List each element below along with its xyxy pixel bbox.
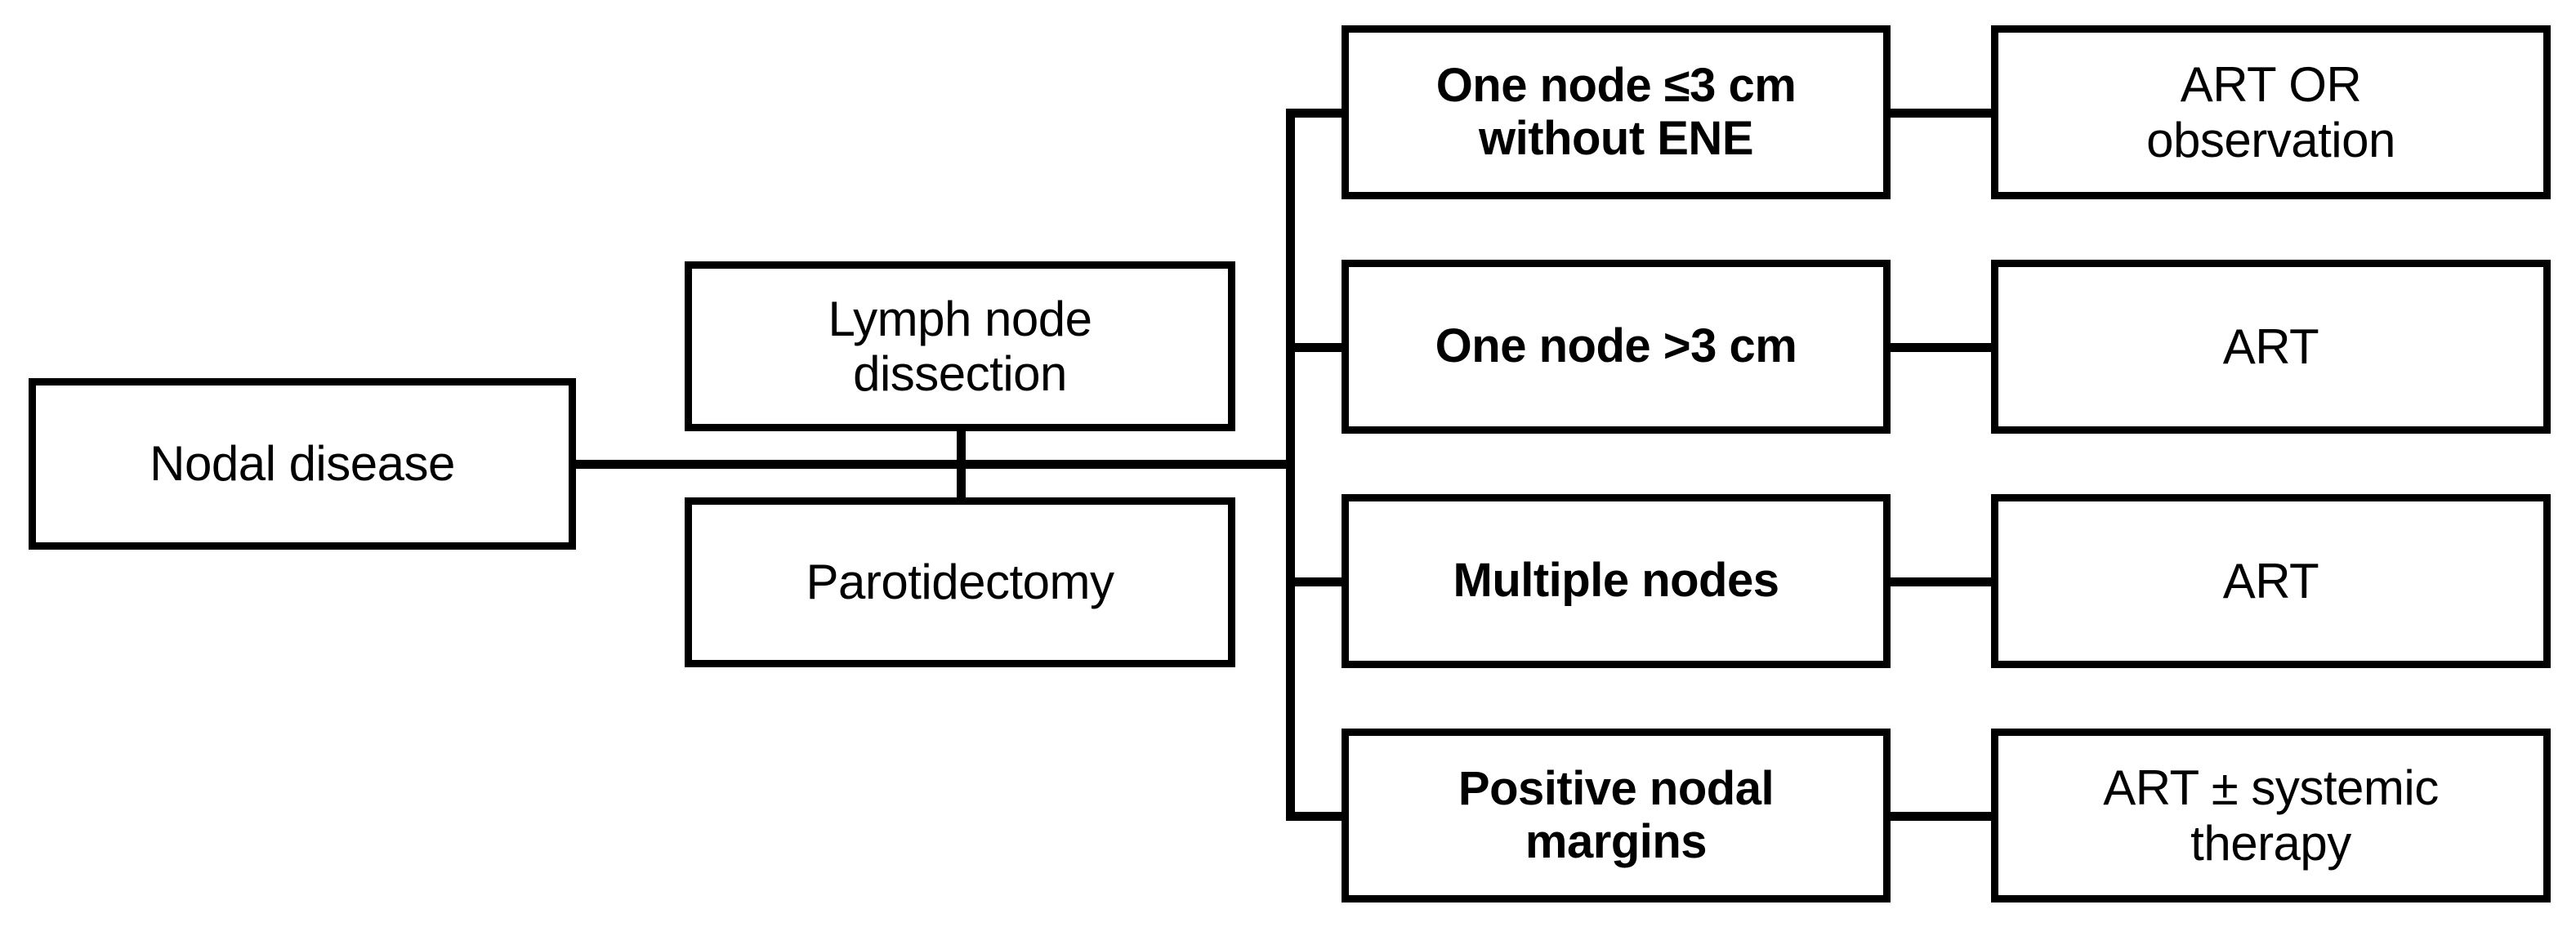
node-treatment-art-1-label: ART bbox=[2222, 319, 2319, 374]
node-lymph-node-dissection[interactable]: Lymph node dissection bbox=[685, 261, 1235, 431]
node-pathology-one-node-le-3cm-label: One node ≤3 cm without ENE bbox=[1435, 58, 1797, 165]
node-pathology-multiple-nodes-label: Multiple nodes bbox=[1453, 554, 1780, 608]
node-pathology-one-node-gt-3cm[interactable]: One node >3 cm bbox=[1342, 260, 1891, 434]
node-parotidectomy-label: Parotidectomy bbox=[806, 555, 1115, 610]
connector-pathology-to-treatment-3 bbox=[1883, 577, 1998, 586]
connector-vertical-bus bbox=[1286, 109, 1295, 821]
node-treatment-art-1[interactable]: ART bbox=[1991, 260, 2551, 434]
node-treatment-art-or-observation-label: ART OR observation bbox=[2146, 57, 2395, 167]
connector-pathology-to-treatment-1 bbox=[1883, 109, 1998, 118]
node-treatment-art-or-observation[interactable]: ART OR observation bbox=[1991, 25, 2551, 199]
connector-root-to-bus bbox=[569, 460, 1295, 469]
connector-surgery-vertical-tie bbox=[957, 424, 966, 505]
node-pathology-positive-nodal-margins-label: Positive nodal margins bbox=[1458, 761, 1775, 868]
connector-bus-to-pathology-3 bbox=[1286, 577, 1346, 586]
connector-pathology-to-treatment-2 bbox=[1883, 343, 1998, 352]
node-pathology-multiple-nodes[interactable]: Multiple nodes bbox=[1342, 494, 1891, 668]
node-pathology-one-node-gt-3cm-label: One node >3 cm bbox=[1435, 319, 1797, 373]
connector-pathology-to-treatment-4 bbox=[1883, 812, 1998, 821]
connector-bus-to-pathology-4 bbox=[1286, 812, 1346, 821]
node-treatment-art-2-label: ART bbox=[2222, 553, 2319, 608]
node-treatment-art-systemic-therapy-label: ART ± systemic therapy bbox=[2103, 760, 2439, 871]
node-nodal-disease[interactable]: Nodal disease bbox=[29, 378, 576, 550]
node-nodal-disease-label: Nodal disease bbox=[150, 436, 455, 492]
node-lymph-node-dissection-label: Lymph node dissection bbox=[828, 291, 1092, 401]
node-treatment-art-2[interactable]: ART bbox=[1991, 494, 2551, 668]
connector-bus-to-pathology-1 bbox=[1286, 109, 1346, 118]
node-parotidectomy[interactable]: Parotidectomy bbox=[685, 497, 1235, 667]
connector-bus-to-pathology-2 bbox=[1286, 343, 1346, 352]
node-pathology-one-node-le-3cm[interactable]: One node ≤3 cm without ENE bbox=[1342, 25, 1891, 199]
node-treatment-art-systemic-therapy[interactable]: ART ± systemic therapy bbox=[1991, 729, 2551, 902]
node-pathology-positive-nodal-margins[interactable]: Positive nodal margins bbox=[1342, 729, 1891, 902]
